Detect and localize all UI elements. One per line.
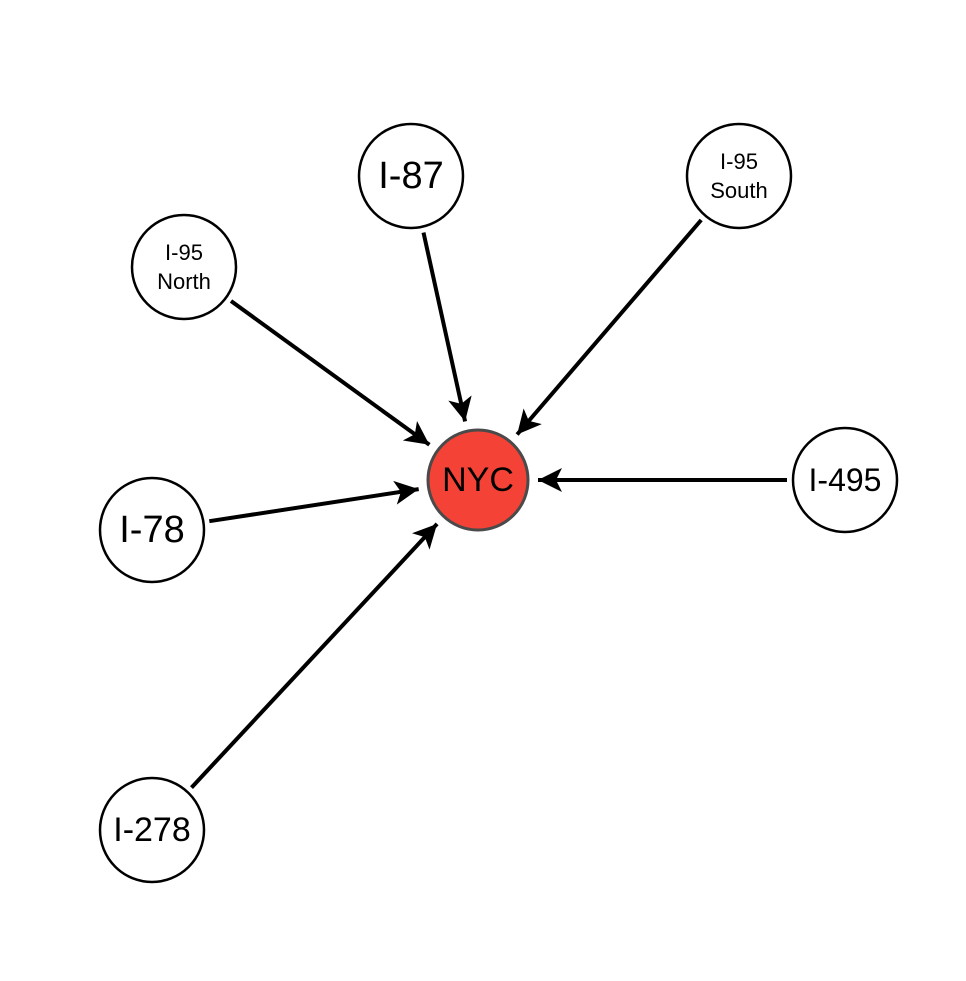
node-label-nyc: NYC	[442, 461, 514, 499]
node-i78[interactable]: I-78	[98, 476, 206, 584]
node-label-i95-north-line-2: North	[157, 269, 211, 294]
node-circle-i87	[357, 122, 465, 230]
edge-i78-to-nyc	[208, 480, 420, 524]
node-i278[interactable]: I-278	[98, 776, 206, 884]
node-label-i495: I-495	[809, 462, 882, 498]
node-i87[interactable]: I-87	[357, 122, 465, 230]
node-label-i278: I-278	[113, 811, 191, 849]
node-label-i95-south-line-2: South	[710, 178, 768, 203]
edge-i95-north-to-nyc	[229, 299, 431, 447]
node-label-i78: I-78	[119, 509, 184, 551]
node-label-i95-south-line-1: I-95	[720, 149, 758, 174]
node-circle-i278	[98, 776, 206, 884]
node-circle-i78	[98, 476, 206, 584]
node-label-i95-north-line-1: I-95	[165, 240, 203, 265]
node-circle-i95-south	[685, 122, 793, 230]
edge-i278-to-nyc	[190, 522, 439, 789]
edges-layer	[190, 218, 787, 789]
node-label-i87: I-87	[378, 155, 443, 197]
edge-i95-south-to-nyc	[515, 218, 703, 436]
edge-i87-to-nyc	[421, 232, 472, 422]
node-circle-i495	[791, 426, 899, 534]
node-nyc[interactable]: NYC	[426, 428, 530, 532]
node-circle-i95-north	[130, 213, 238, 321]
node-i495[interactable]: I-495	[791, 426, 899, 534]
node-circle-nyc	[426, 428, 530, 532]
